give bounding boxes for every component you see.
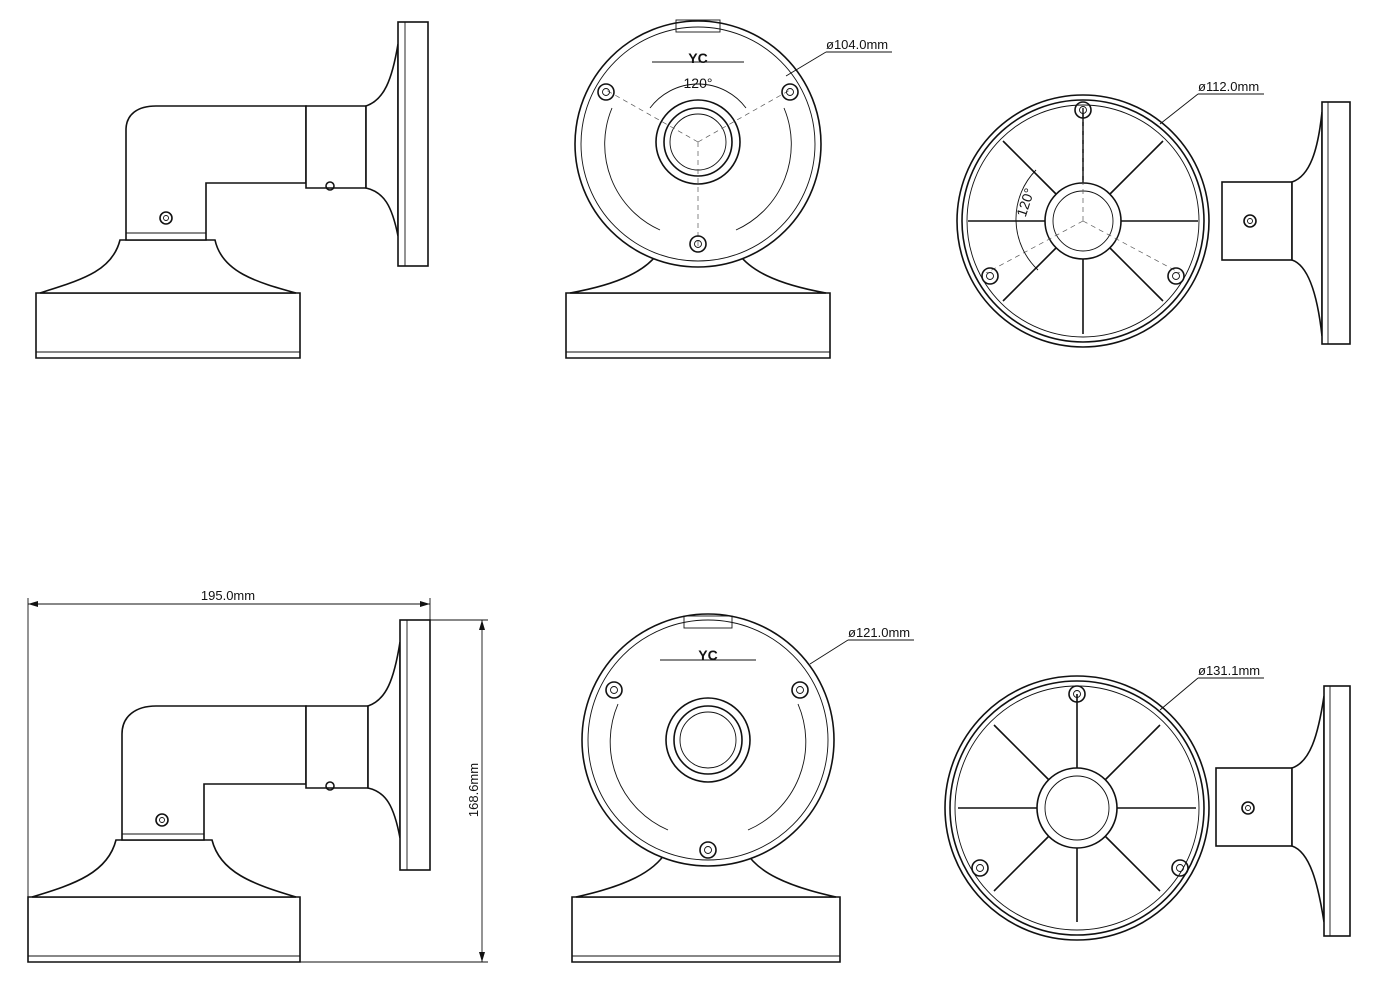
front-view-top: YC 120° ø104.0mm [565,19,892,359]
height-dimension-label: 168.6mm [466,763,481,817]
brand-label: YC [698,647,717,663]
rear-view-bottom: ø131.1mm [944,663,1351,941]
front-view-bottom: YC ø121.0mm [571,613,914,963]
diameter-label: ø131.1mm [1198,663,1260,678]
rear-view-top: 120° ø112.0mm [956,79,1351,348]
diameter-label: ø104.0mm [826,37,888,52]
angle-label: 120° [684,75,713,91]
brand-label: YC [688,50,707,66]
diameter-label: ø112.0mm [1198,79,1259,94]
width-dimension-label: 195.0mm [201,588,255,603]
diameter-label: ø121.0mm [848,625,910,640]
side-view-top [35,21,429,359]
side-view-bottom: 195.0mm 168.6mm [27,588,488,963]
